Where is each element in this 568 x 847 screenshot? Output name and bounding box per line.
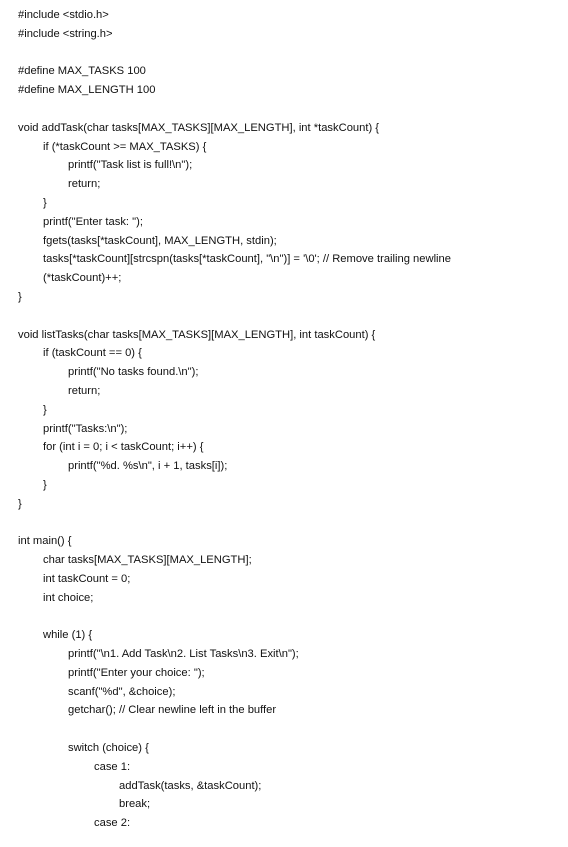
code-line: fgets(tasks[*taskCount], MAX_LENGTH, std… [43,234,277,247]
code-line: if (taskCount == 0) { [43,347,142,360]
blank-line [0,514,568,533]
code-line: case 2: [94,817,131,830]
code-line: } [18,290,22,303]
code-line: for (int i = 0; i < taskCount; i++) { [43,441,204,454]
code-line: (*taskCount)++; [43,272,122,285]
code-line: break; [119,798,151,811]
code-line: void listTasks(char tasks[MAX_TASKS][MAX… [18,328,376,341]
code-line: return; [68,178,101,191]
code-line: return; [68,384,101,397]
blank-line [0,44,568,63]
code-line: switch (choice) { [68,742,149,755]
code-line: #define MAX_TASKS 100 [18,65,146,78]
code-line: printf("Enter your choice: "); [68,666,205,679]
code-line: } [43,403,47,416]
code-line: #include <string.h> [18,27,113,40]
blank-line [0,307,568,326]
code-line: int choice; [43,591,94,604]
code-line: #include <stdio.h> [18,9,109,21]
code-line: scanf("%d", &choice); [68,685,176,698]
code-line: if (*taskCount >= MAX_TASKS) { [43,140,207,153]
code-line: printf("Enter task: "); [43,215,143,228]
code-line: } [43,478,47,491]
blank-line [0,608,568,627]
code-line: #define MAX_LENGTH 100 [18,84,156,97]
code-line: char tasks[MAX_TASKS][MAX_LENGTH]; [43,554,252,567]
blank-line [0,720,568,739]
code-line: while (1) { [43,629,93,642]
blank-line [0,100,568,119]
code-line: void addTask(char tasks[MAX_TASKS][MAX_L… [18,121,380,134]
code-line: } [43,196,47,209]
code-line: printf("%d. %s\n", i + 1, tasks[i]); [68,460,228,473]
code-line: int taskCount = 0; [43,572,131,585]
code-line: getchar(); // Clear newline left in the … [68,704,277,717]
code-line: tasks[*taskCount][strcspn(tasks[*taskCou… [43,253,451,266]
code-line: int main() { [18,535,72,548]
code-line: } [18,497,22,510]
code-line: printf("\n1. Add Task\n2. List Tasks\n3.… [68,648,299,661]
code-line: printf("Tasks:\n"); [43,422,128,435]
code-line: printf("No tasks found.\n"); [68,366,199,379]
code-line: case 1: [94,760,131,773]
code-line: printf("Task list is full!\n"); [68,159,193,172]
code-line: addTask(tasks, &taskCount); [119,779,262,792]
